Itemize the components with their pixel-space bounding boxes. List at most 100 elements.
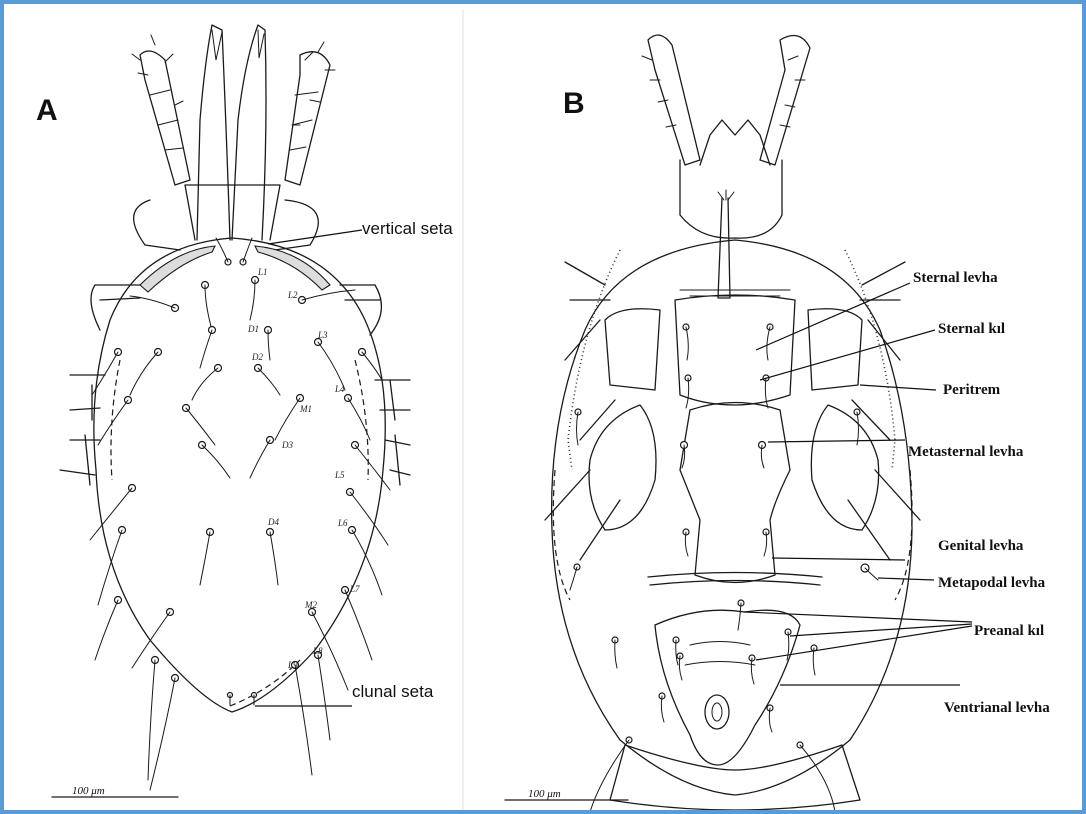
hypostome [700, 120, 770, 165]
seta-hair [150, 678, 175, 790]
seta-hair [318, 342, 345, 390]
dorsal-shield-margin [111, 360, 368, 706]
dorsal-setae [90, 238, 390, 790]
vertical-seta-hair [216, 238, 228, 262]
genital-seta-hair [764, 532, 767, 556]
seta-hair [270, 532, 278, 585]
label-sternal-kil: Sternal kıl [938, 321, 1005, 337]
seta-hair [98, 530, 122, 605]
preanal-seta-hair [676, 640, 678, 665]
seta-code-l7: L7 [349, 584, 360, 594]
seta-hair [318, 655, 330, 740]
seta-code-m1: M1 [299, 404, 312, 414]
ventral-setae [570, 324, 878, 810]
arrow-genital-levha [772, 558, 905, 560]
scale-bar-a-label: 100 μm [72, 785, 105, 797]
leg-right-2 [340, 285, 381, 335]
arrow-peritrem [860, 385, 936, 390]
opisthogastric-seta-hair [813, 648, 815, 675]
leg-right-3 [375, 380, 410, 420]
vertical-seta-hair [243, 238, 252, 262]
anal-valves [712, 703, 722, 721]
seta-hair [202, 445, 230, 478]
seta-hair [200, 330, 212, 368]
seta-code-d1: D1 [247, 324, 259, 334]
seta-hair [98, 400, 128, 445]
seta-hair [130, 352, 158, 395]
arrow-sternal-kil [760, 330, 935, 380]
seta-hair [186, 408, 215, 445]
seta-code-l6: L6 [337, 518, 348, 528]
genital-shield [680, 403, 790, 583]
sternal-seta-hair [686, 378, 689, 408]
coxa-right-2 [808, 309, 862, 390]
panel-a-letter: A [36, 94, 58, 127]
seta-hair [192, 368, 218, 400]
gnathosoma-b [680, 160, 782, 238]
preanal-seta-hair [738, 603, 741, 630]
seta-code-d3: D3 [281, 440, 293, 450]
legs-left-b [545, 262, 620, 560]
vertical-seta-arrow [268, 230, 362, 244]
seta-hair [205, 285, 212, 330]
seta-hair [258, 368, 280, 395]
preanal-seta-hair [751, 658, 754, 684]
pedipalp-hairs-b [642, 56, 805, 127]
seta-hair [577, 412, 579, 445]
coxa-left-2 [605, 309, 660, 390]
leg-right-4 [385, 435, 410, 485]
sternal-seta-hair [686, 327, 688, 360]
sternal-seta-hair [765, 378, 768, 408]
arrow-preanal-kil-1 [744, 612, 972, 622]
peritrem-left [568, 250, 620, 470]
seta-hair [268, 330, 270, 360]
seta-hair [200, 532, 210, 585]
pedipalp-hairs [132, 35, 335, 125]
seta-hair [275, 398, 300, 440]
seta-hair [92, 352, 118, 395]
panel-b-ventral-view: B [505, 35, 1050, 810]
genital-seta-hair [685, 532, 688, 556]
seta-code-l4: L4 [334, 384, 345, 394]
seta-hair [345, 590, 372, 660]
seta-hair [570, 567, 577, 590]
coxa-right-4 [811, 405, 878, 530]
label-clunal-seta: clunal seta [352, 682, 434, 701]
seta-code-d2: D2 [251, 352, 263, 362]
pedipalp-right [285, 52, 330, 185]
label-metapodal-levha: Metapodal levha [938, 575, 1046, 591]
seta-code-l8: L8 [312, 646, 323, 656]
pedipalp-segments [150, 90, 318, 150]
chelicera-right [232, 25, 266, 240]
pedipalp-right-b [760, 36, 810, 166]
preanal-seta-hair [679, 656, 682, 680]
label-vertical-seta: vertical seta [362, 219, 453, 238]
seta-code-l9: L9 [287, 660, 298, 670]
arrow-metapodal-levha [878, 578, 934, 580]
seta-hair [148, 660, 155, 780]
seta-hair [250, 280, 255, 320]
panel-a-dorsal-view: A [36, 25, 453, 797]
ventrianal-lines [685, 642, 755, 666]
pedipalp-left-b [648, 35, 700, 165]
preanal-seta-hair [787, 632, 789, 660]
seta-hair [295, 665, 312, 775]
leg-left-1 [134, 200, 180, 250]
opisthogastric-seta-hair [769, 708, 772, 732]
tritosternum-laciniae [718, 190, 734, 200]
tritosternum [718, 198, 730, 298]
arrow-sternal-levha [756, 283, 910, 350]
scale-bar-b-label: 100 μm [528, 788, 561, 800]
opisthogastric-seta-hair [661, 696, 664, 722]
seta-code-m2: M2 [304, 600, 317, 610]
seta-code-l2: L2 [287, 290, 298, 300]
label-metasternal-levha: Metasternal levha [908, 444, 1024, 460]
opisthogastric-seta-hair [615, 640, 617, 668]
seta-hair [95, 600, 118, 660]
pedipalp-left [140, 51, 190, 185]
chelicera-digits [212, 30, 264, 60]
label-preanal-kil: Preanal kıl [974, 623, 1044, 639]
metapodal-hair [865, 568, 878, 580]
caudal-seta-hair [800, 745, 835, 810]
